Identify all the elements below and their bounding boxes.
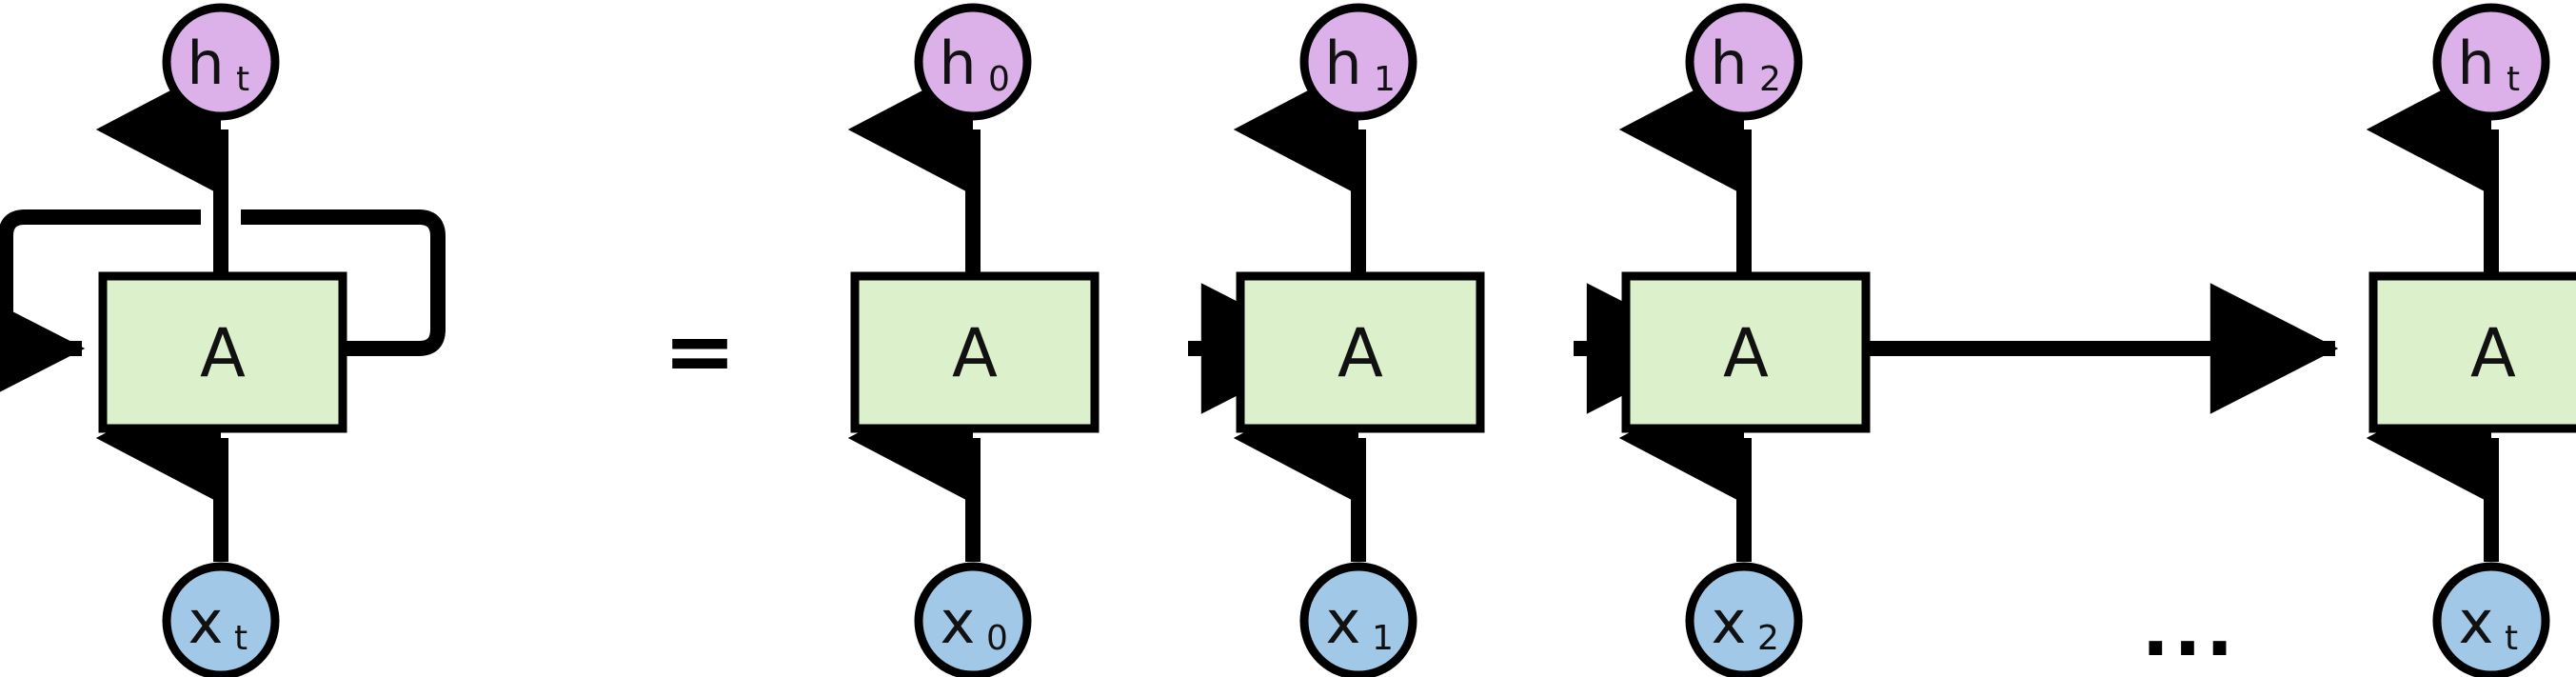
cell-2-input-node-sub: 2 — [1757, 619, 1779, 658]
cell-t-box — [2368, 271, 2576, 433]
folded-rnn-group: A h t x t — [0, 3, 446, 677]
cell-2-output-node-base: h — [1710, 29, 1747, 98]
folded-cell-label: A — [200, 314, 246, 392]
cell-1-input-node-base: x — [1326, 587, 1361, 657]
cell-2-output-node — [1685, 3, 1803, 121]
cell-0-output-node-sub: 0 — [988, 60, 1010, 99]
folded-input-node — [162, 562, 280, 677]
cell-1-input-node-sub: 1 — [1372, 619, 1394, 658]
cell-0-input-node-base: x — [941, 587, 976, 657]
cell-2-input-node-base: x — [1712, 587, 1747, 657]
folded-output-node-sub: t — [236, 60, 249, 99]
cell-t-output-node — [2432, 3, 2550, 121]
unrolled-cell-0-group: A h 0 x 0 — [847, 3, 1330, 677]
cell-2-label: A — [1723, 314, 1769, 392]
cell-t-input-node-sub: t — [2505, 619, 2518, 658]
cell-t-output-node-sub: t — [2507, 60, 2520, 99]
cell-0-box — [850, 271, 1100, 433]
folded-output-node — [162, 3, 280, 121]
cell-1-box — [1236, 271, 1485, 433]
cell-t-input-node — [2432, 562, 2550, 677]
cell-1-output-node — [1299, 3, 1417, 121]
unrolled-cell-1-group: A h 1 x 1 — [1233, 3, 1715, 677]
folded-input-node-sub: t — [234, 619, 248, 658]
cell-0-output-node-base: h — [939, 29, 976, 98]
cell-1-input-node — [1299, 562, 1417, 677]
cell-0-input-node-sub: 0 — [986, 619, 1008, 658]
cell-t-input-node-base: x — [2459, 587, 2494, 657]
cell-t-label: A — [2470, 314, 2516, 392]
folded-input-node-base: x — [188, 587, 224, 657]
cell-2-output-node-sub: 2 — [1759, 60, 1781, 99]
folded-cell-box — [98, 271, 347, 433]
folded-output-node-base: h — [187, 29, 224, 98]
cell-1-label: A — [1338, 314, 1383, 392]
cell-0-output-node — [914, 3, 1032, 121]
cell-0-label: A — [952, 314, 998, 392]
recurrent-loop-path — [0, 209, 446, 414]
cell-1-output-node-sub: 1 — [1374, 60, 1396, 99]
equals-symbol: = — [663, 300, 736, 402]
sequence-ellipsis: ... — [2142, 587, 2238, 673]
unrolled-cell-t-group: A h t x t — [2366, 3, 2576, 677]
cell-t-output-node-base: h — [2457, 29, 2494, 98]
cell-1-output-node-base: h — [1324, 29, 1361, 98]
cell-2-box — [1621, 271, 1871, 433]
cell-2-input-node — [1685, 562, 1803, 677]
cell-0-input-node — [914, 562, 1032, 677]
unrolled-cell-2-group: A h 2 x 2 — [1618, 3, 2339, 677]
